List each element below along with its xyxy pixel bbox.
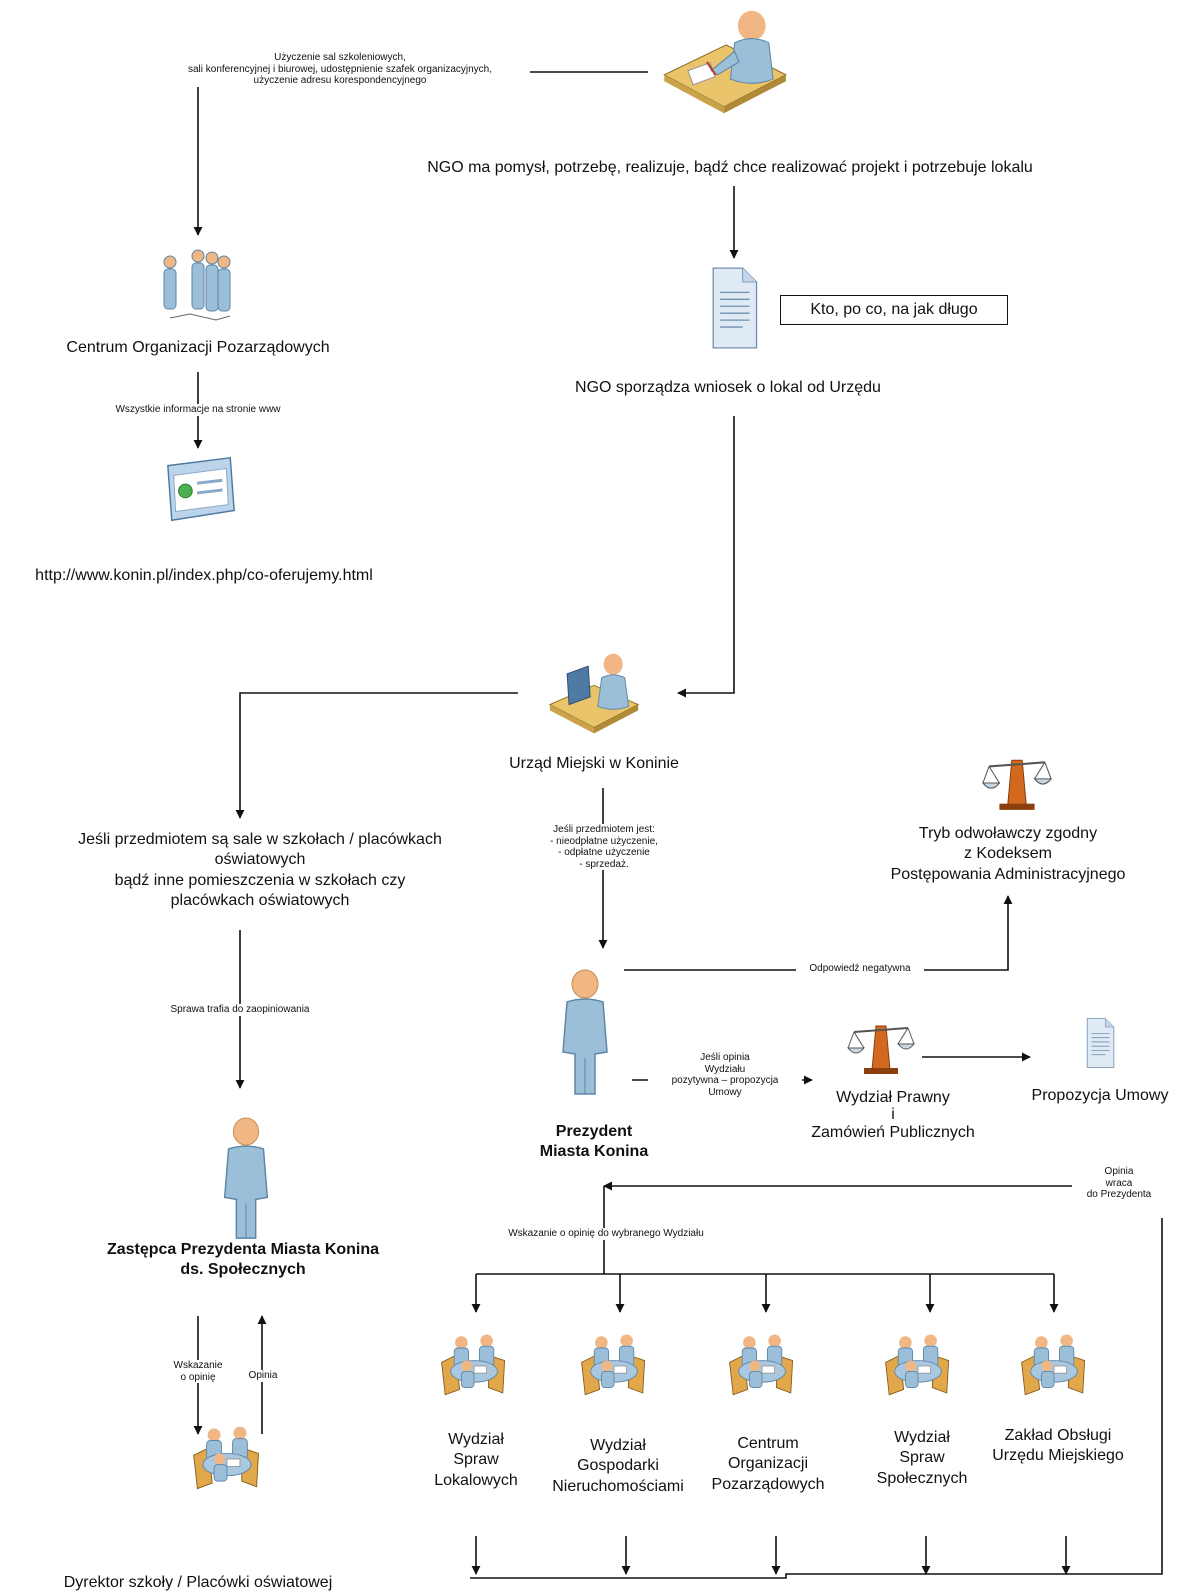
scales-icon bbox=[981, 759, 1053, 811]
www-info-label: Wszystkie informacje na stronie www bbox=[90, 404, 306, 416]
scales-icon bbox=[847, 1025, 915, 1075]
group-of-people-icon bbox=[163, 249, 231, 321]
meeting-table-icon bbox=[729, 1334, 794, 1396]
document-icon bbox=[1086, 1018, 1115, 1068]
office-title: Urząd Miejski w Koninie bbox=[509, 755, 679, 772]
schools-condition-text: Jeśli przedmiotem są sale w szkołach / p… bbox=[78, 831, 442, 910]
negative-answer-label: Odpowiedź negatywna bbox=[796, 963, 924, 975]
cop-url: http://www.konin.pl/index.php/co-oferuje… bbox=[35, 567, 373, 584]
meeting-table-icon bbox=[1021, 1334, 1086, 1396]
if-subject-label: Jeśli przedmiotem jest:- nieodpłatne uży… bbox=[526, 824, 682, 870]
services-offer-label: Użyczenie sal szkoleniowych,sali konfere… bbox=[150, 52, 530, 87]
contract-proposal-text: Propozycja Umowy bbox=[1031, 1087, 1169, 1104]
meeting-table-icon bbox=[581, 1334, 646, 1396]
director-text: Dyrektor szkoły / Placówki oświatowej bbox=[63, 1574, 333, 1591]
meeting-table-icon bbox=[885, 1334, 950, 1396]
case-opinion-label: Sprawa trafia do zaopiniowania bbox=[150, 1004, 330, 1016]
opinion-label: Opinia bbox=[240, 1370, 286, 1382]
indication-dept-label: Wskazanie o opinię do wybranego Wydziału bbox=[486, 1228, 726, 1240]
cop-title: Centrum Organizacji Pozarządowych bbox=[66, 339, 330, 356]
request-details-box: Kto, po co, na jak długo bbox=[780, 295, 1008, 326]
web-page-icon bbox=[166, 456, 236, 522]
ngo-request-text: NGO sporządza wniosek o lokal od Urzędu bbox=[575, 379, 881, 396]
computer-worker-icon bbox=[549, 653, 639, 734]
standing-person-icon bbox=[223, 1117, 269, 1239]
meeting-table-icon bbox=[193, 1426, 259, 1490]
document-icon bbox=[712, 267, 758, 349]
meeting-table-icon bbox=[441, 1334, 506, 1396]
ngo-idea-text: NGO ma pomysł, potrzebę, realizuje, bądź… bbox=[427, 159, 1033, 176]
standing-person-icon bbox=[562, 969, 608, 1095]
person-at-desk-icon bbox=[663, 9, 787, 115]
